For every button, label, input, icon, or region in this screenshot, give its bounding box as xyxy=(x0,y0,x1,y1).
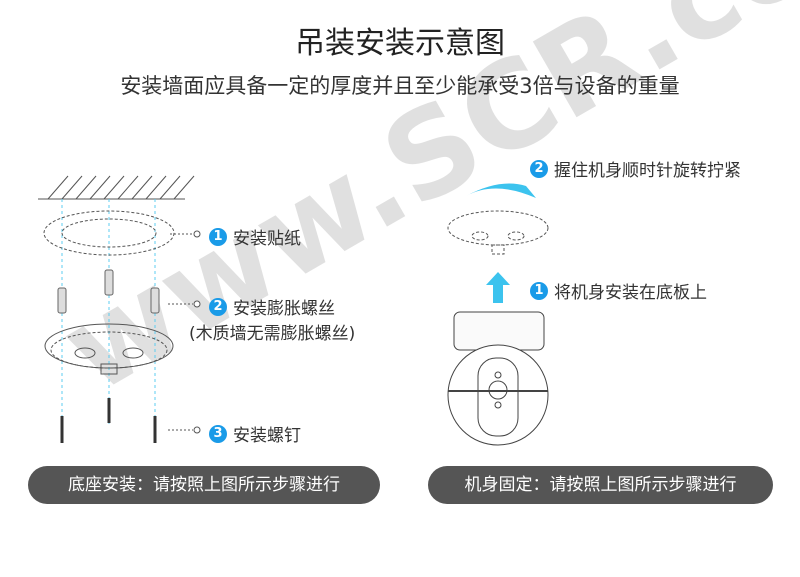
step-anchors: 2 安装膨胀螺丝 xyxy=(209,294,335,319)
wall-anchor-icon xyxy=(57,269,160,314)
hatch-line xyxy=(173,175,195,200)
step-number-badge: 1 xyxy=(530,281,548,300)
hatch-line xyxy=(131,175,153,200)
hatch-line xyxy=(145,175,167,200)
base-plate-icon xyxy=(44,323,174,375)
hatch-line xyxy=(75,175,97,200)
camera-icon xyxy=(447,311,549,446)
guide-lines xyxy=(61,199,156,445)
ceiling xyxy=(38,175,195,200)
step-mount: 1 将机身安装在底板上 xyxy=(530,278,707,303)
step-label: 安装膨胀螺丝 xyxy=(233,299,335,319)
hatch-line xyxy=(159,175,181,200)
hatch-line xyxy=(61,175,83,200)
step-number-badge: 1 xyxy=(209,227,227,246)
step-number-badge: 2 xyxy=(209,297,227,316)
mount-plate-icon xyxy=(447,210,549,255)
step-note: (木质墙无需膨胀螺丝) xyxy=(189,324,356,344)
up-arrow-icon xyxy=(486,272,510,303)
body-fix-caption: 机身固定：请按照上图所示步骤进行 xyxy=(428,466,773,504)
step-label: 握住机身顺时针旋转拧紧 xyxy=(554,161,741,181)
hatch-line xyxy=(103,175,125,200)
step-label: 安装螺钉 xyxy=(233,426,301,446)
sticker-icon xyxy=(43,210,175,256)
base-install-caption: 底座安装：请按照上图所示步骤进行 xyxy=(28,466,380,504)
step-screws: 3 安装螺钉 xyxy=(209,421,301,446)
step-number-badge: 2 xyxy=(530,159,548,178)
step-number-badge: 3 xyxy=(209,424,227,443)
step-label: 将机身安装在底板上 xyxy=(554,283,707,303)
step-label: 安装贴纸 xyxy=(233,229,301,249)
hatch-line xyxy=(89,175,111,200)
step-sticker: 1 安装贴纸 xyxy=(209,224,301,249)
step-rotate: 2 握住机身顺时针旋转拧紧 xyxy=(530,156,741,181)
rotate-arrow-icon xyxy=(466,183,536,198)
page-subtitle: 安装墙面应具备一定的厚度并且至少能承受3倍与设备的重量 xyxy=(120,74,680,98)
screw-icon xyxy=(60,398,157,443)
page-title: 吊装安装示意图 xyxy=(295,26,505,61)
hatch-line xyxy=(47,175,69,200)
hatch-line xyxy=(117,175,139,200)
